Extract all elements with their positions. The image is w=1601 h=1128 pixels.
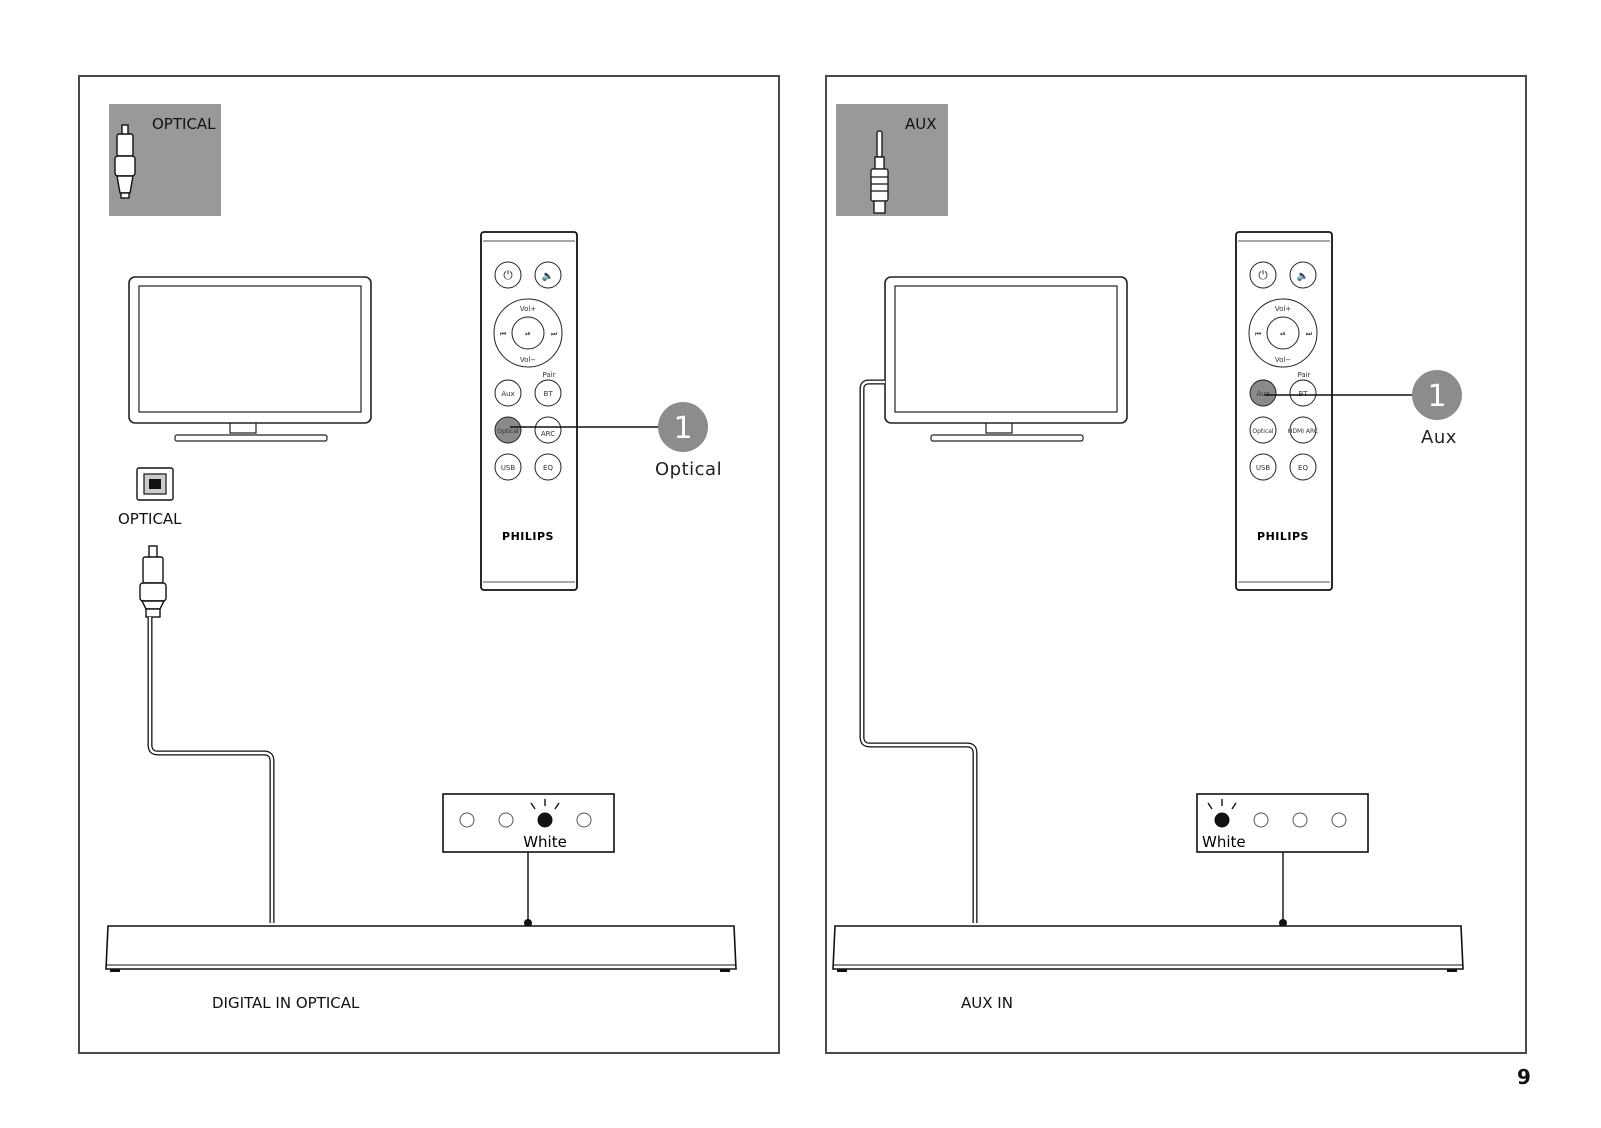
callout-label: Aux bbox=[1421, 427, 1457, 448]
callout-label: Optical bbox=[655, 459, 723, 480]
hdmi-arc-button[interactable] bbox=[1289, 416, 1317, 444]
svg-text:USB: USB bbox=[501, 464, 516, 472]
optical-plug-icon bbox=[114, 124, 136, 199]
arc-button[interactable] bbox=[534, 416, 562, 444]
pair-label: Pair bbox=[1297, 371, 1310, 379]
svg-text:Aux: Aux bbox=[501, 390, 514, 398]
tv-icon bbox=[128, 276, 372, 442]
brand-label: PHILIPS bbox=[1257, 530, 1309, 543]
mute-button[interactable] bbox=[534, 261, 562, 289]
eq-button[interactable] bbox=[534, 453, 562, 481]
brand-label: PHILIPS bbox=[502, 530, 554, 543]
indicator-light-1-lit bbox=[1214, 812, 1230, 828]
indicator-light-2 bbox=[498, 812, 514, 828]
vol-minus-label: Vol− bbox=[520, 356, 536, 364]
pair-label: Pair bbox=[542, 371, 555, 379]
svg-text:⏻: ⏻ bbox=[503, 268, 513, 282]
page-number: 9 bbox=[1517, 1065, 1531, 1089]
callout-number: 1 bbox=[1427, 379, 1446, 414]
optical-illustration: ⏻ 🔈 ⏯ ⏮ ⏭ Vol+ Vol− Pair Aux BT Optical … bbox=[105, 104, 737, 972]
callout-number: 1 bbox=[673, 411, 692, 446]
svg-text:Optical: Optical bbox=[497, 428, 519, 435]
bt-button[interactable] bbox=[534, 379, 562, 407]
callout-circle bbox=[658, 402, 708, 452]
svg-text:Optical: Optical bbox=[1252, 428, 1274, 435]
svg-text:⏯: ⏯ bbox=[1280, 330, 1286, 338]
indicator-label: White bbox=[523, 833, 567, 851]
optical-button[interactable] bbox=[494, 416, 522, 444]
aux-button[interactable] bbox=[1249, 379, 1277, 407]
indicator-light-1 bbox=[459, 812, 475, 828]
svg-text:EQ: EQ bbox=[543, 464, 553, 472]
indicator-light-4 bbox=[1331, 812, 1347, 828]
svg-text:⏮: ⏮ bbox=[1255, 330, 1261, 338]
footer-label: AUX IN bbox=[961, 994, 1013, 1012]
usb-button[interactable] bbox=[494, 453, 522, 481]
svg-text:USB: USB bbox=[1256, 464, 1271, 472]
indicator-light-3 bbox=[1292, 812, 1308, 828]
power-button[interactable] bbox=[1249, 261, 1277, 289]
svg-text:⏭: ⏭ bbox=[1306, 330, 1313, 338]
optical-port-icon bbox=[136, 467, 174, 501]
aux-illustration: ⏻ 🔈 ⏯ ⏮ ⏭ Vol+ Vol− Pair Aux BT Optical … bbox=[832, 104, 1464, 972]
svg-text:EQ: EQ bbox=[1298, 464, 1308, 472]
indicator-light-4 bbox=[576, 812, 592, 828]
aux-plug-icon bbox=[870, 130, 889, 214]
soundbar-icon bbox=[105, 925, 737, 972]
port-caption: OPTICAL bbox=[118, 510, 182, 528]
svg-text:⏯: ⏯ bbox=[525, 330, 531, 338]
indicator-panel: White bbox=[1196, 793, 1369, 853]
play-pause-button[interactable] bbox=[1266, 316, 1300, 350]
svg-text:HDMI ARC: HDMI ARC bbox=[1288, 428, 1318, 435]
svg-text:BT: BT bbox=[1298, 390, 1308, 398]
svg-text:🔈: 🔈 bbox=[542, 271, 554, 282]
corner-label: OPTICAL bbox=[152, 115, 216, 133]
svg-text:ARC: ARC bbox=[541, 430, 555, 438]
corner-label: AUX bbox=[905, 115, 937, 133]
svg-text:Aux: Aux bbox=[1256, 390, 1269, 398]
remote-control: ⏻ 🔈 ⏯ ⏮ ⏭ Vol+ Vol− Pair Aux BT Optical … bbox=[1235, 231, 1333, 591]
remote-control: ⏻ 🔈 ⏯ ⏮ ⏭ Vol+ Vol− Pair Aux BT Optical … bbox=[480, 231, 578, 591]
optical-cable bbox=[147, 617, 275, 923]
aux-panel: ⏻ 🔈 ⏯ ⏮ ⏭ Vol+ Vol− Pair Aux BT Optical … bbox=[825, 75, 1527, 1054]
optical-cable-plug-icon bbox=[139, 545, 167, 618]
optical-panel: ⏻ 🔈 ⏯ ⏮ ⏭ Vol+ Vol− Pair Aux BT Optical … bbox=[78, 75, 780, 1054]
play-pause-button[interactable] bbox=[511, 316, 545, 350]
svg-text:⏭: ⏭ bbox=[551, 330, 558, 338]
aux-cable bbox=[859, 379, 978, 923]
tv-icon bbox=[884, 276, 1128, 442]
indicator-light-3-lit bbox=[537, 812, 553, 828]
optical-button[interactable] bbox=[1249, 416, 1277, 444]
eq-button[interactable] bbox=[1289, 453, 1317, 481]
indicator-label: White bbox=[1202, 833, 1246, 851]
power-button[interactable] bbox=[494, 261, 522, 289]
aux-button[interactable] bbox=[494, 379, 522, 407]
svg-text:BT: BT bbox=[543, 390, 553, 398]
vol-minus-label: Vol− bbox=[1275, 356, 1291, 364]
soundbar-icon bbox=[832, 925, 1464, 972]
indicator-panel: White bbox=[442, 793, 615, 853]
bt-button[interactable] bbox=[1289, 379, 1317, 407]
indicator-light-2 bbox=[1253, 812, 1269, 828]
svg-text:🔈: 🔈 bbox=[1297, 271, 1309, 282]
vol-plus-label: Vol+ bbox=[1275, 305, 1291, 313]
footer-label: DIGITAL IN OPTICAL bbox=[212, 994, 360, 1012]
usb-button[interactable] bbox=[1249, 453, 1277, 481]
vol-plus-label: Vol+ bbox=[520, 305, 536, 313]
mute-button[interactable] bbox=[1289, 261, 1317, 289]
svg-text:⏮: ⏮ bbox=[500, 330, 506, 338]
svg-text:⏻: ⏻ bbox=[1258, 268, 1268, 282]
corner-box bbox=[836, 104, 948, 216]
callout-circle bbox=[1412, 370, 1462, 420]
